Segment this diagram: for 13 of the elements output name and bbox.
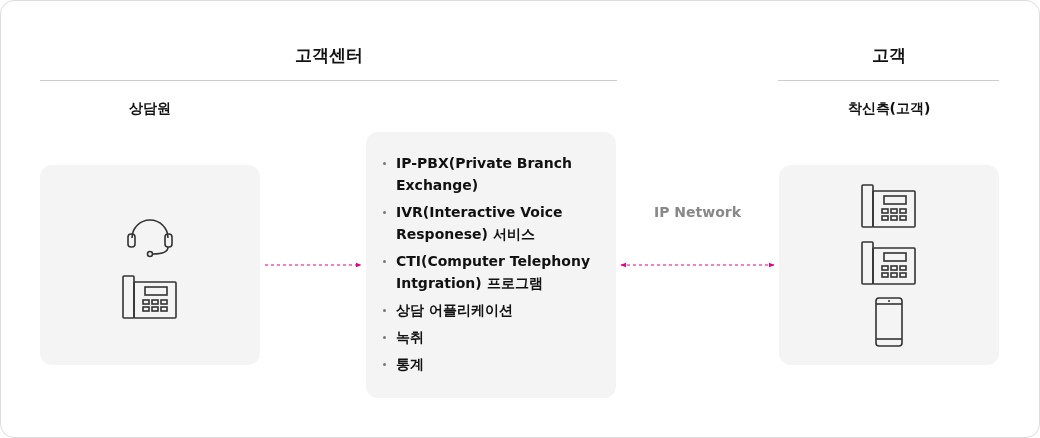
list-item: 통계 — [396, 356, 424, 372]
list-item: 녹취 — [396, 329, 424, 345]
column-heading: 착신측(고객) — [846, 100, 932, 118]
list-item: IP-PBX(Private Branch Exchange) — [396, 155, 572, 193]
column-heading: 상담원 — [128, 100, 172, 118]
section-heading: 고객 — [870, 44, 907, 67]
arrow — [620, 262, 775, 268]
list-item: 상담 어플리케이션 — [396, 302, 513, 318]
arrow — [264, 262, 362, 268]
list-item: IVR(Interactive Voice Responese) 서비스 — [396, 204, 563, 242]
edge-label: IP Network — [653, 204, 742, 220]
section-heading: 고객센터 — [293, 44, 364, 67]
list-item: CTI(Computer Telephony Intgration) 프로그램 — [396, 253, 591, 291]
